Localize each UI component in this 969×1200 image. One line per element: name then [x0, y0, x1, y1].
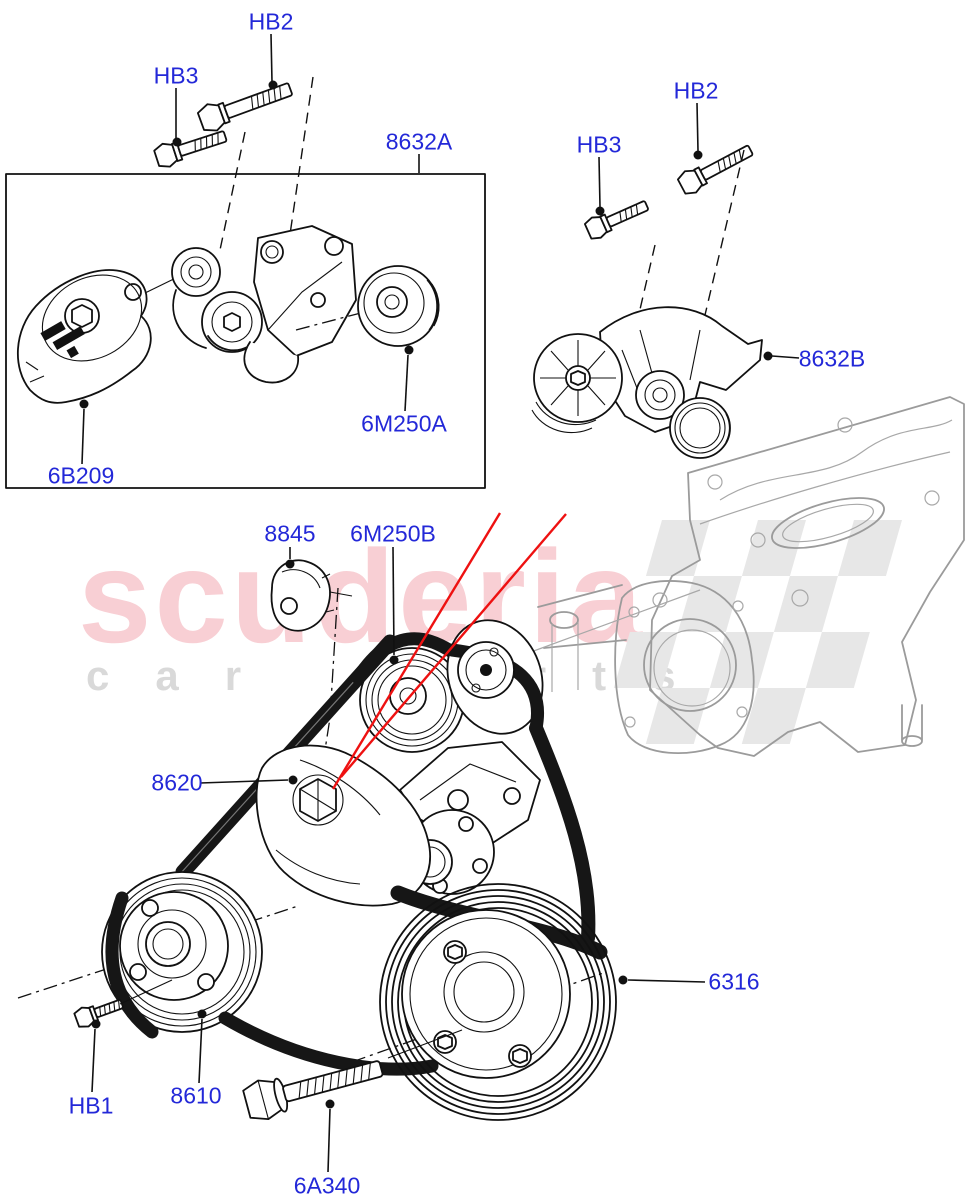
part-label-hb2-left: HB2: [248, 8, 294, 35]
highlight-pointer-lines: [331, 512, 567, 790]
part-label-hb3-right: HB3: [576, 131, 622, 158]
part-label-8845: 8845: [264, 520, 316, 547]
tensioner-body-drawing: [142, 225, 357, 384]
cover-stripe-mark: [40, 321, 66, 341]
bolt-hb3-right: [583, 200, 649, 240]
bolt-hb2-right: [676, 144, 754, 195]
part-label-6b209: 6B209: [47, 462, 115, 489]
cap-drawing-8845: [270, 559, 353, 632]
bolt-6a340: [242, 1029, 463, 1121]
tensioner-assembly-drawing-8632b: [531, 306, 763, 459]
water-pump-pulley-drawing-8610: [101, 871, 263, 1033]
tensioner-arm-drawing: [255, 744, 431, 907]
drive-belt-8620: [218, 1011, 439, 1076]
drive-belt-8620: [105, 891, 159, 1039]
part-label-6m250a: 6M250A: [361, 410, 447, 437]
engine-block-ghost: [519, 396, 965, 757]
part-label-8610: 8610: [170, 1082, 222, 1109]
part-label-8632a: 8632A: [385, 128, 453, 155]
idler-pulley-drawing-6m250a: [295, 265, 440, 347]
callout-leaders: [79, 33, 800, 1173]
part-label-8620: 8620: [151, 769, 203, 796]
part-label-hb2-right: HB2: [673, 77, 719, 104]
assembly-dash-line: [219, 131, 246, 251]
part-label-6a340: 6A340: [293, 1172, 361, 1199]
part-label-6316: 6316: [708, 968, 760, 995]
bolt-hb1: [73, 979, 173, 1028]
drive-belt-8620: [529, 721, 596, 945]
installed-drive-view: [17, 559, 617, 1121]
pump-pulley-installed-drawing: [445, 619, 544, 735]
part-label-hb1: HB1: [68, 1092, 114, 1119]
assembly-dash-line: [287, 76, 314, 249]
tensioner-kit-box-8632a: [5, 76, 486, 489]
tensioner-spring-spokes: [540, 340, 616, 416]
assembly-dash-line: [637, 244, 656, 319]
bolt-hb2-left: [196, 82, 293, 132]
part-label-hb3-left: HB3: [153, 62, 199, 89]
assembly-dash-line: [704, 149, 745, 316]
crankshaft-pulley-drawing-6316: [379, 883, 617, 1121]
part-label-6m250b: 6M250B: [350, 520, 436, 547]
tensioner-cover-drawing-6b209: [17, 269, 152, 404]
part-label-8632b: 8632B: [798, 345, 866, 372]
bolt-hb3-left: [153, 130, 228, 168]
